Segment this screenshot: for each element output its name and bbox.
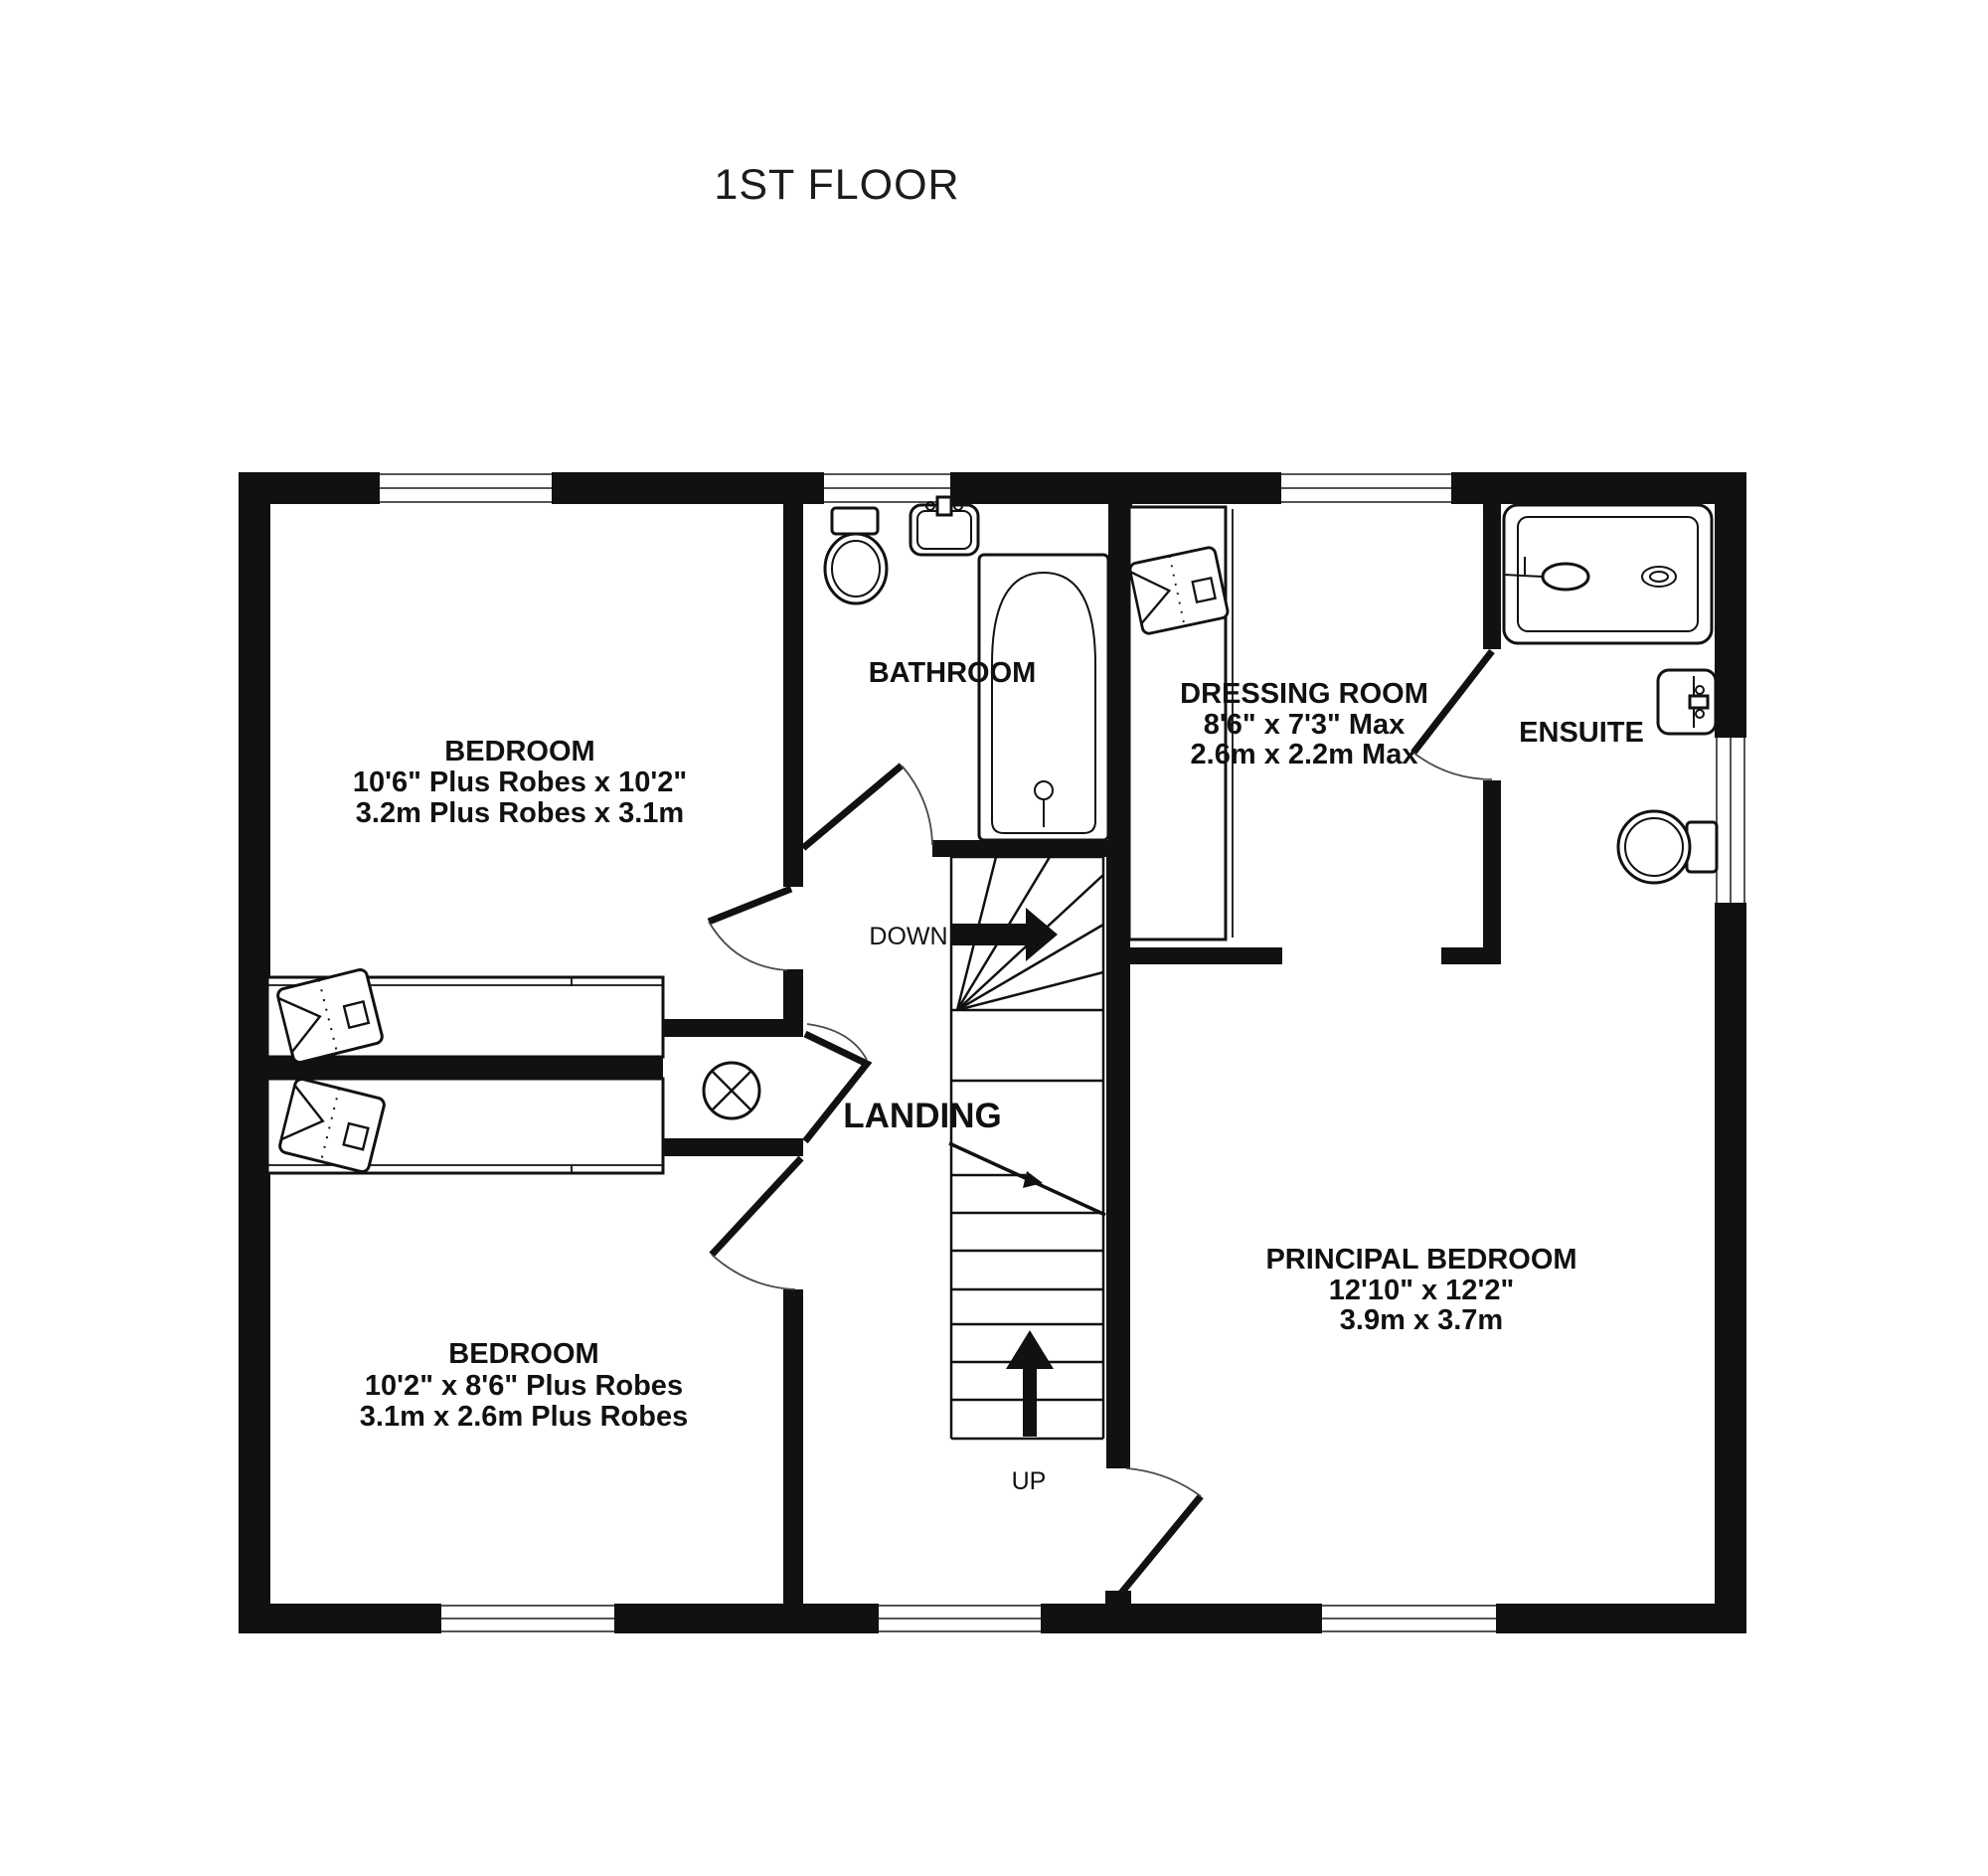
dressing-name: DRESSING ROOM bbox=[1180, 678, 1428, 710]
window-bathroom bbox=[824, 472, 950, 504]
door-leaf-bedroom1 bbox=[707, 885, 793, 926]
bedroom2-dim-imperial: 10'2" x 8'6" Plus Robes bbox=[365, 1370, 683, 1402]
label-bedroom1: BEDROOM 10'6" Plus Robes x 10'2" 3.2m Pl… bbox=[353, 736, 687, 829]
principal-dim-metric: 3.9m x 3.7m bbox=[1340, 1304, 1503, 1336]
down-arrow bbox=[952, 908, 1058, 961]
stair-lower-treads bbox=[951, 1173, 1103, 1402]
stairs-up-label: UP bbox=[1012, 1467, 1047, 1495]
stair-break-arrowhead bbox=[1023, 1171, 1043, 1188]
shower-drain-icon bbox=[1641, 566, 1677, 588]
doors bbox=[707, 648, 1495, 1600]
wall-bathroom-bottom bbox=[932, 840, 1131, 857]
door-arc-bathroom bbox=[901, 765, 933, 846]
door-arc-cupboard bbox=[806, 1023, 868, 1061]
door-leaf-ensuite bbox=[1410, 648, 1495, 756]
door-arc-bedroom1 bbox=[708, 921, 788, 971]
door-leaf-principal bbox=[1115, 1493, 1204, 1600]
stair-outline bbox=[949, 855, 1105, 1441]
wardrobe-dressing bbox=[1127, 505, 1234, 941]
window-principal bbox=[1322, 1604, 1496, 1633]
wall-stair-right bbox=[1106, 855, 1130, 1468]
bedroom2-name: BEDROOM bbox=[448, 1338, 598, 1370]
bathroom-name: BATHROOM bbox=[869, 657, 1037, 689]
airing-cupboard bbox=[702, 1061, 761, 1120]
wall-dressing-ensuite-lower bbox=[1483, 780, 1501, 947]
dressing-dim-imperial: 8'6" x 7'3" Max bbox=[1204, 709, 1406, 741]
robes-bedroom2 bbox=[265, 1076, 665, 1175]
window-ensuite bbox=[1715, 738, 1746, 903]
landing-name: LANDING bbox=[843, 1097, 1001, 1135]
wall-dressing-principal-right bbox=[1441, 947, 1501, 964]
principal-name: PRINCIPAL BEDROOM bbox=[1265, 1244, 1576, 1276]
wall-dressing-ensuite-upper bbox=[1483, 504, 1501, 649]
basin-icon bbox=[909, 495, 980, 557]
bedroom1-name: BEDROOM bbox=[444, 736, 594, 767]
label-bedroom2: BEDROOM 10'2" x 8'6" Plus Robes 3.1m x 2… bbox=[360, 1338, 688, 1433]
wall-cupboard-top bbox=[663, 1019, 803, 1037]
hot-water-cylinder-icon bbox=[702, 1061, 761, 1120]
door-leaf-bedroom2 bbox=[709, 1155, 804, 1258]
wall-bedroom2-east bbox=[783, 1289, 803, 1604]
window-bedroom2 bbox=[441, 1604, 614, 1633]
ensuite-name: ENSUITE bbox=[1519, 717, 1644, 749]
wall-robes-divider bbox=[239, 1057, 663, 1079]
up-arrow bbox=[1006, 1330, 1054, 1437]
door-arc-ensuite bbox=[1412, 752, 1493, 780]
wall-cupboard-bottom bbox=[663, 1138, 803, 1156]
window-landing bbox=[879, 1604, 1041, 1633]
window-dressing bbox=[1281, 472, 1451, 504]
ensuite-basin-icon bbox=[1656, 668, 1718, 736]
windows bbox=[380, 472, 1746, 1633]
principal-dim-imperial: 12'10" x 12'2" bbox=[1329, 1275, 1514, 1306]
interior-walls bbox=[239, 504, 1501, 1604]
bathroom-fixtures bbox=[823, 495, 1110, 842]
ensuite-toilet-icon bbox=[1616, 809, 1719, 885]
bathtub-icon bbox=[977, 553, 1110, 842]
door-bifold-cupboard bbox=[802, 1030, 873, 1144]
staircase bbox=[948, 855, 1106, 1441]
bedroom1-dim-metric: 3.2m Plus Robes x 3.1m bbox=[356, 797, 684, 829]
stairs-down-label: DOWN bbox=[869, 923, 947, 950]
robes-bedroom1 bbox=[265, 966, 665, 1066]
window-bedroom1 bbox=[380, 472, 552, 504]
door-leaf-bathroom bbox=[800, 763, 905, 851]
page-title: 1ST FLOOR bbox=[714, 161, 959, 209]
door-arc-principal bbox=[1125, 1467, 1202, 1497]
wall-bedroom1-east bbox=[783, 504, 803, 887]
door-arc-bedroom2 bbox=[711, 1254, 796, 1290]
bedroom2-dim-metric: 3.1m x 2.6m Plus Robes bbox=[360, 1401, 688, 1433]
label-dressing: DRESSING ROOM 8'6" x 7'3" Max 2.6m x 2.2… bbox=[1180, 678, 1428, 770]
dressing-dim-metric: 2.6m x 2.2m Max bbox=[1191, 739, 1418, 770]
wall-right bbox=[1715, 472, 1746, 1633]
ensuite-fixtures bbox=[1502, 503, 1719, 885]
wall-dressing-principal-left bbox=[1130, 947, 1282, 964]
label-principal: PRINCIPAL BEDROOM 12'10" x 12'2" 3.9m x … bbox=[1265, 1244, 1576, 1336]
shower-tray-icon bbox=[1502, 503, 1714, 645]
toilet-icon bbox=[823, 506, 889, 605]
wall-left bbox=[239, 472, 270, 1633]
bedroom1-dim-imperial: 10'6" Plus Robes x 10'2" bbox=[353, 767, 687, 798]
wall-stub-below-bedroom1-door bbox=[783, 969, 803, 1021]
